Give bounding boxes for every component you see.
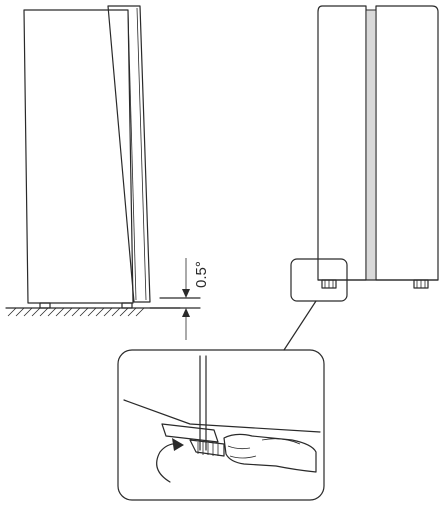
detail-callout-box xyxy=(290,258,348,302)
foot-adjustment-detail xyxy=(117,349,325,501)
front-view-refrigerator xyxy=(317,5,439,289)
ground-hatching xyxy=(7,307,145,317)
arrow-down-icon xyxy=(182,289,190,298)
tilt-angle-indicator: 0.5° xyxy=(149,258,210,340)
angle-label: 0.5° xyxy=(193,261,210,288)
front-right-foot xyxy=(413,279,429,289)
callout-leader-line xyxy=(283,300,317,351)
side-view-refrigerator xyxy=(5,5,181,317)
rotate-arrow-icon xyxy=(156,438,184,483)
foot-threads xyxy=(197,442,219,456)
arrow-up-icon xyxy=(182,308,190,317)
front-left-foot xyxy=(321,279,337,289)
